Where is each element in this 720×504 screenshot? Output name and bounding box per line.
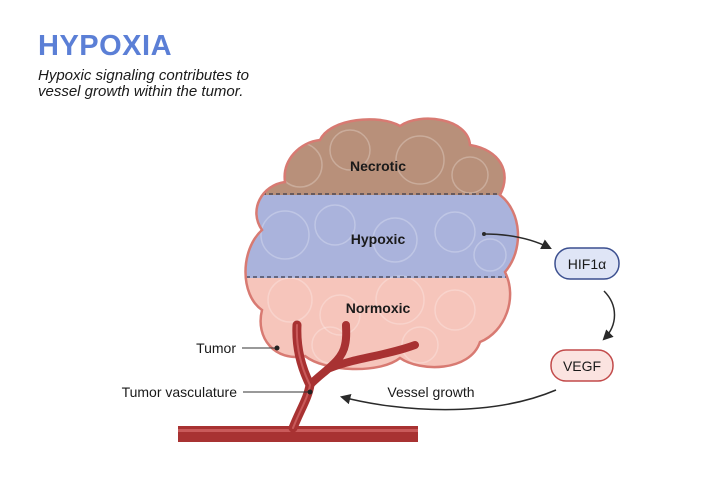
hif-to-vegf-arrow <box>602 290 616 341</box>
page-subtitle: Hypoxic signaling contributes to vessel … <box>38 68 338 100</box>
hif1a-label: HIF1α <box>568 256 606 272</box>
vessel-branch-right <box>326 341 419 372</box>
vessel-branch-middle <box>306 321 351 389</box>
normoxic-label: Normoxic <box>346 300 411 316</box>
hypoxic-label: Hypoxic <box>351 231 406 247</box>
subtitle-line-1: Hypoxic signaling contributes to <box>38 67 249 84</box>
vasculature-leader-dot <box>307 389 313 395</box>
cell-texture <box>260 129 507 364</box>
tumor-leader-dot <box>274 345 280 351</box>
tumor-vasculature <box>178 320 419 442</box>
vessel-growth-label: Vessel growth <box>387 384 474 400</box>
hypoxic-zone <box>245 195 518 278</box>
vegf-node: VEGF <box>550 349 614 382</box>
tumor-outline <box>244 117 520 371</box>
hif1a-node: HIF1α <box>554 247 620 280</box>
page-title: HYPOXIA <box>38 30 173 62</box>
tumor <box>245 118 518 370</box>
subtitle-line-2: vessel growth within the tumor. <box>38 83 244 100</box>
normoxic-zone <box>245 278 518 370</box>
main-blood-vessel <box>178 426 418 442</box>
vessel-growth-arrow <box>339 389 557 411</box>
tumor-callout-label: Tumor <box>196 340 236 356</box>
necrotic-label: Necrotic <box>350 158 406 174</box>
vasculature-callout-label: Tumor vasculature <box>122 384 238 400</box>
vegf-label: VEGF <box>563 358 601 374</box>
hypoxia-to-hif-arrow <box>483 233 552 249</box>
necrotic-zone <box>245 118 518 195</box>
